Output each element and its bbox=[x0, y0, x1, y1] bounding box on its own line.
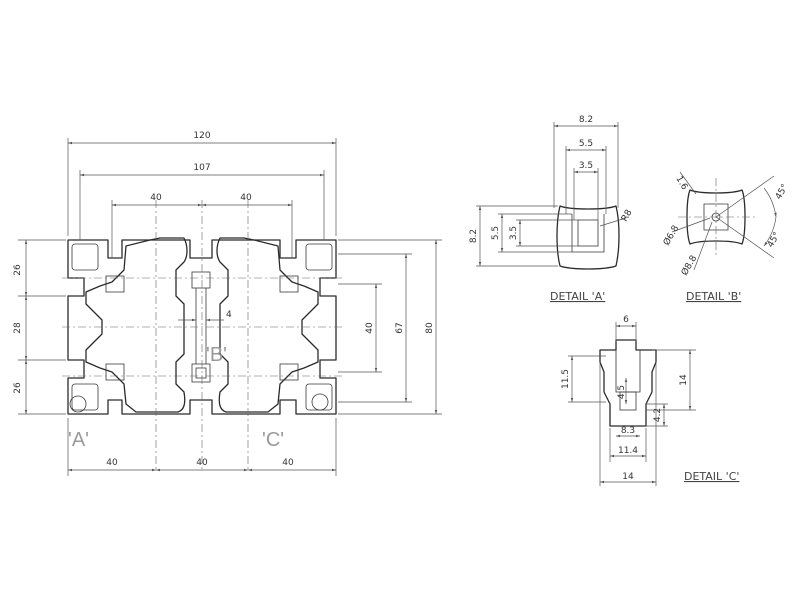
callout-a-marker bbox=[69, 395, 87, 413]
detail-a-title: DETAIL 'A' bbox=[550, 290, 605, 303]
dim-top-span-left: 40 bbox=[150, 193, 162, 203]
main-profile bbox=[62, 200, 342, 470]
slot-core-tl-inner bbox=[105, 275, 125, 293]
detail-c-slot-top: 6 bbox=[623, 315, 629, 325]
callout-b: 'B' bbox=[206, 344, 227, 366]
dim-bottom-span-3: 40 bbox=[282, 458, 294, 468]
profile-outer-contour bbox=[67, 239, 337, 415]
detail-a-radius: R8 bbox=[620, 208, 635, 224]
detail-b-chamfer: 1.6 bbox=[673, 175, 689, 193]
dim-web-thickness: 4 bbox=[226, 310, 232, 320]
detail-b-dia-outer: Ø8.8 bbox=[679, 253, 699, 277]
detail-b-title: DETAIL 'B' bbox=[686, 290, 741, 303]
slot-core-center-top bbox=[191, 271, 211, 289]
dim-right-overall: 80 bbox=[425, 322, 435, 334]
detail-a-inner-height: 3.5 bbox=[509, 226, 519, 240]
detail-b-outline bbox=[686, 189, 746, 245]
cavity-right bbox=[216, 237, 319, 413]
detail-a-mid-height: 5.5 bbox=[491, 226, 501, 240]
detail-b-angle-bottom: 45° bbox=[766, 231, 783, 250]
detail-c: 6 11.5 14 4.5 4.2 8.3 11.4 14 DETAIL 'C' bbox=[561, 315, 739, 486]
detail-c-title: DETAIL 'C' bbox=[684, 470, 739, 483]
detail-c-width-114: 11.4 bbox=[618, 446, 638, 456]
slot-core-bl-inner bbox=[105, 363, 125, 381]
slot-core-tr-inner bbox=[279, 275, 299, 293]
dim-inner-width: 107 bbox=[193, 163, 210, 173]
callout-a: 'A' bbox=[68, 429, 89, 451]
cavity-left bbox=[85, 237, 188, 413]
detail-c-left-height: 11.5 bbox=[561, 369, 571, 389]
detail-a-outline bbox=[556, 205, 620, 270]
callout-c: 'C' bbox=[262, 429, 284, 451]
detail-a-inner-width: 3.5 bbox=[579, 161, 593, 171]
detail-b-angle-top: 45° bbox=[774, 183, 791, 202]
dim-overall-width: 120 bbox=[193, 131, 210, 141]
slot-core-top-right bbox=[305, 243, 333, 271]
detail-a-left-height: 8.2 bbox=[469, 229, 479, 243]
slot-core-bottom-left bbox=[71, 383, 99, 411]
slot-core-br-inner bbox=[279, 363, 299, 381]
slot-core-top-left bbox=[71, 243, 99, 271]
dim-left-top: 26 bbox=[13, 264, 23, 276]
detail-c-right-small: 4.2 bbox=[653, 408, 663, 422]
detail-a: 8.2 5.5 3.5 8.2 5.5 3.5 R8 DETAIL 'A' bbox=[469, 115, 635, 303]
dim-bottom-span-2: 40 bbox=[196, 458, 208, 468]
detail-a-mid-width: 5.5 bbox=[579, 139, 593, 149]
dim-left-bottom: 26 bbox=[13, 382, 23, 394]
dim-left-middle: 28 bbox=[13, 322, 23, 334]
dim-right-inner: 40 bbox=[365, 322, 375, 334]
detail-b: 45° 45° 1.6 Ø6.8 Ø8.8 DETAIL 'B' bbox=[661, 171, 791, 303]
detail-c-width-83: 8.3 bbox=[621, 426, 635, 436]
dim-bottom-span-1: 40 bbox=[106, 458, 118, 468]
slot-core-center-bottom bbox=[191, 363, 211, 383]
center-bore bbox=[195, 367, 207, 379]
detail-b-dia-inner: Ø6.8 bbox=[661, 223, 681, 247]
detail-c-inner-small: 4.5 bbox=[617, 385, 627, 399]
main-dimensions: 120 107 40 40 40 40 40 26 28 26 bbox=[13, 131, 442, 476]
detail-c-outline bbox=[599, 339, 657, 427]
dim-top-span-right: 40 bbox=[240, 193, 252, 203]
detail-c-overall-width: 14 bbox=[622, 472, 634, 482]
callout-c-marker bbox=[311, 393, 329, 411]
detail-a-top-width: 8.2 bbox=[579, 115, 593, 125]
slot-core-bottom-right bbox=[305, 383, 333, 411]
detail-c-right-height: 14 bbox=[679, 374, 689, 386]
dim-right-middle: 67 bbox=[395, 322, 405, 333]
